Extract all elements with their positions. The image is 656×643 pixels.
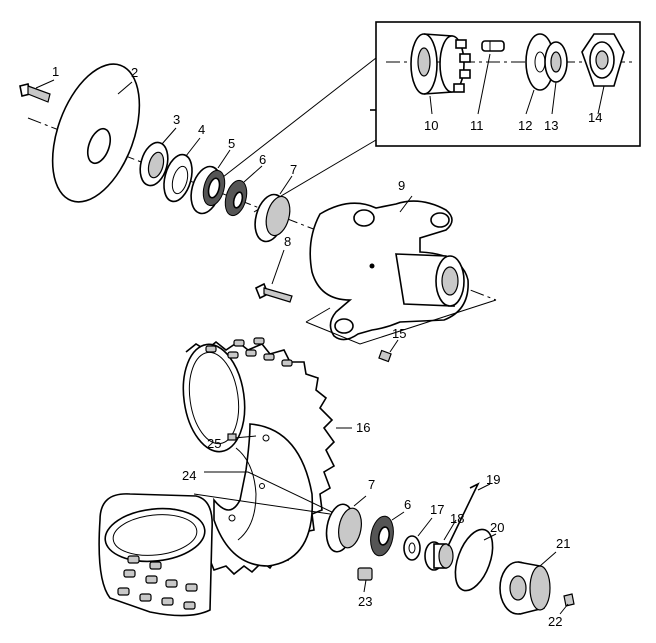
part-8-bolt bbox=[254, 249, 293, 303]
callout-25: 25 bbox=[207, 436, 221, 451]
inset-detail bbox=[213, 21, 641, 213]
callout-24: 24 bbox=[182, 468, 196, 483]
part-2-disc bbox=[51, 63, 141, 203]
wheel-rim bbox=[213, 423, 314, 567]
part-6-cone-bearing bbox=[224, 165, 263, 217]
callout-4: 4 bbox=[198, 122, 205, 137]
part-16-tire bbox=[98, 337, 352, 617]
callout-12: 12 bbox=[518, 118, 532, 133]
part-13-washer bbox=[544, 41, 568, 83]
callout-19: 19 bbox=[486, 472, 500, 487]
callout-21: 21 bbox=[556, 536, 570, 551]
callout-20: 20 bbox=[490, 520, 504, 535]
callout-23: 23 bbox=[358, 594, 372, 609]
part-18-castle-nut bbox=[424, 519, 457, 571]
part-17-washer bbox=[403, 517, 433, 561]
callout-11: 11 bbox=[470, 118, 484, 133]
callout-18: 18 bbox=[450, 511, 464, 526]
part-7-race bbox=[254, 175, 293, 243]
part-25-valve-stem bbox=[227, 433, 257, 441]
callout-13: 13 bbox=[544, 118, 558, 133]
callout-10: 10 bbox=[424, 118, 438, 133]
callout-14: 14 bbox=[588, 110, 602, 125]
callout-labels: 1 2 3 4 5 6 7 8 9 10 11 12 13 14 15 16 1… bbox=[52, 64, 602, 629]
part-5-bearing bbox=[190, 149, 231, 215]
callout-7: 7 bbox=[290, 162, 297, 177]
callout-17: 17 bbox=[430, 502, 444, 517]
part-7-race-lower bbox=[325, 495, 367, 553]
callout-22: 22 bbox=[548, 614, 562, 629]
part-3-seal bbox=[139, 127, 177, 187]
part-20-o-ring bbox=[454, 528, 497, 592]
callout-3: 3 bbox=[173, 112, 180, 127]
callout-1: 1 bbox=[52, 64, 59, 79]
part-1-bolt bbox=[19, 79, 55, 103]
part-19-cotter-pin bbox=[447, 482, 491, 547]
part-23-nut bbox=[357, 567, 373, 593]
callout-6-lower: 6 bbox=[404, 497, 411, 512]
callout-15: 15 bbox=[392, 326, 406, 341]
part-11-pin bbox=[481, 40, 505, 52]
callout-16: 16 bbox=[356, 420, 370, 435]
callout-8: 8 bbox=[284, 234, 291, 249]
part-21-hub-cap bbox=[499, 551, 557, 615]
part-6-cone-bearing-lower bbox=[370, 511, 405, 557]
part-22-screw bbox=[559, 593, 575, 615]
part-14-nut bbox=[581, 33, 625, 87]
part-10-castle-hub bbox=[410, 33, 471, 95]
callout-6: 6 bbox=[259, 152, 266, 167]
part-4-ring bbox=[163, 137, 201, 203]
part-9-hub bbox=[305, 195, 497, 345]
part-15-nut bbox=[378, 339, 399, 363]
leader-24 bbox=[204, 471, 337, 515]
callout-9: 9 bbox=[398, 178, 405, 193]
callout-5: 5 bbox=[228, 136, 235, 151]
callout-7-lower: 7 bbox=[368, 477, 375, 492]
callout-2: 2 bbox=[131, 65, 138, 80]
